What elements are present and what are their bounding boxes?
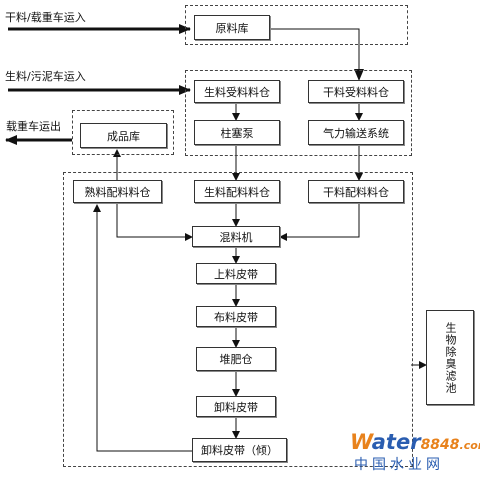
watermark-w: W bbox=[350, 430, 372, 454]
node-wet-batching-bin: 生料配料料仓 bbox=[194, 180, 280, 203]
node-dry-batching-bin: 干料配料料仓 bbox=[308, 180, 404, 203]
processing-area bbox=[63, 172, 413, 467]
receiving-area bbox=[185, 70, 412, 156]
node-unloading-belt-tilted: 卸料皮带（倾） bbox=[192, 438, 287, 462]
node-plunger-pump: 柱塞泵 bbox=[194, 120, 280, 145]
node-cooked-batching-bin: 熟料配料料仓 bbox=[73, 180, 162, 203]
watermark-num: 8848 bbox=[420, 437, 460, 453]
line-raw-to-dry bbox=[270, 28, 364, 81]
label-dry-truck-in: 干料/载重车运入 bbox=[5, 11, 86, 24]
node-dry-receiving-bin: 干料受料料仓 bbox=[308, 80, 404, 103]
line-cooked-to-mixer bbox=[116, 203, 193, 241]
node-pneumatic-conveying: 气力输送系统 bbox=[308, 120, 404, 145]
label-wet-truck-in: 生料/污泥车运入 bbox=[5, 70, 86, 83]
node-mixer: 混料机 bbox=[192, 226, 280, 247]
line-drybatch-to-mixer bbox=[279, 203, 360, 241]
watermark-ater: ater bbox=[371, 430, 421, 454]
node-composting-bin: 堆肥仓 bbox=[196, 347, 276, 371]
watermark: Water8848.com 中国水业网 bbox=[350, 430, 480, 475]
watermark-cn: 中国水业网 bbox=[354, 457, 444, 473]
node-biofilter: 生物除臭滤池 bbox=[426, 310, 474, 405]
line-tilted-to-cooked bbox=[93, 204, 192, 452]
product-area bbox=[72, 110, 174, 155]
label-truck-out: 载重车运出 bbox=[6, 120, 61, 133]
node-raw-store: 原料库 bbox=[194, 15, 270, 40]
node-feeding-belt: 上料皮带 bbox=[196, 263, 276, 284]
node-unloading-belt: 卸料皮带 bbox=[196, 396, 276, 417]
node-product-store: 成品库 bbox=[80, 123, 167, 148]
node-wet-receiving-bin: 生料受料料仓 bbox=[194, 80, 280, 103]
node-distributing-belt: 布料皮带 bbox=[196, 306, 276, 327]
raw-store-area bbox=[185, 5, 408, 45]
watermark-com: .com bbox=[459, 439, 480, 452]
